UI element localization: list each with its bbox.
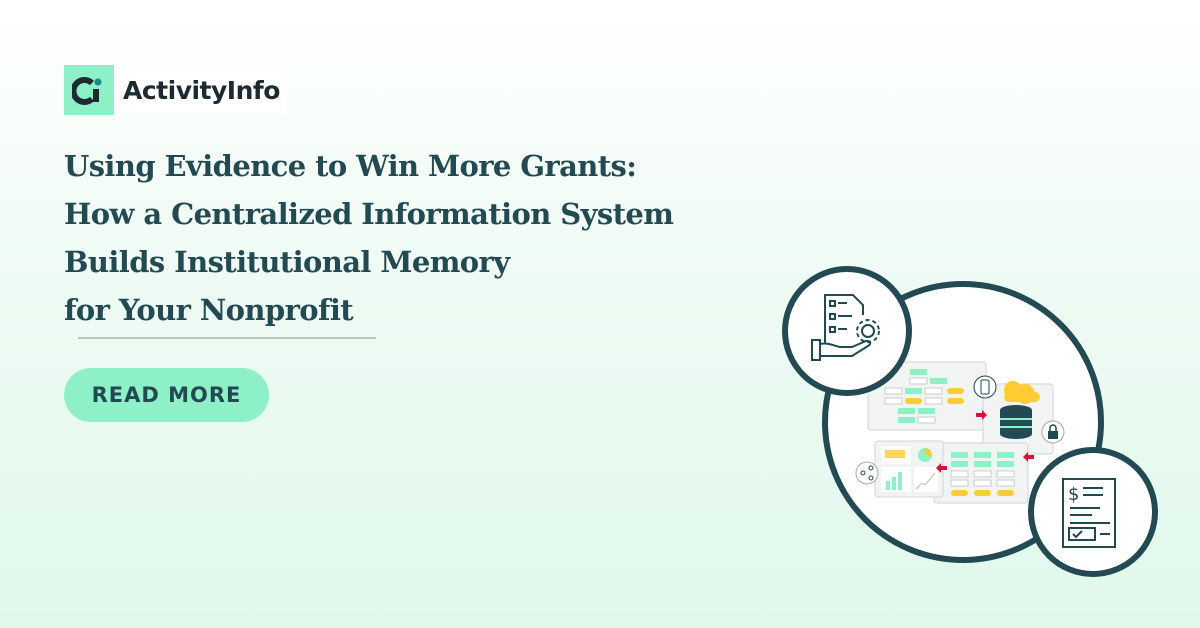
title-line: Builds Institutional Memory [64,245,510,279]
brand-logo: ActivityInfo [64,65,287,115]
read-more-button[interactable]: READ MORE [64,368,269,422]
invoice-document-icon: $ [1028,447,1158,577]
information-system-illustration: $ [782,266,1158,577]
document-settings-hand-icon [782,266,912,396]
database-cloud-icon [982,381,1054,455]
table-panel-icon [933,442,1029,504]
title-line: How a Centralized Information System [64,197,674,231]
title-line: for Your Nonprofit [64,293,354,327]
page-title: Using Evidence to Win More Grants: How a… [64,142,744,334]
svg-text:$: $ [1068,484,1079,505]
title-line: Using Evidence to Win More Grants: [64,149,637,183]
mobile-icon [973,375,997,399]
arrow-icons [936,410,1034,473]
share-icon [855,461,879,485]
divider [78,337,376,339]
dashboard-panel-icon [874,440,944,498]
brand-name: ActivityInfo [123,75,280,105]
logo-mark-icon [64,65,114,115]
